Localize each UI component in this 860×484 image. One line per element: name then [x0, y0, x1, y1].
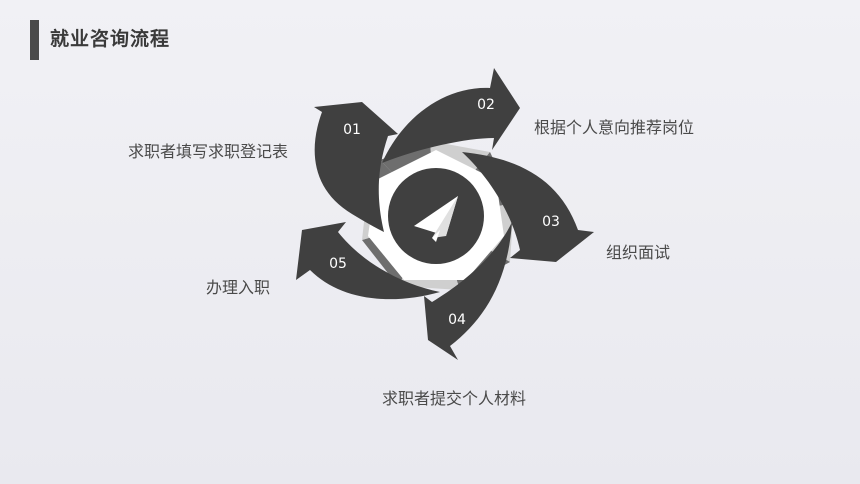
- step-number-03: 03: [542, 214, 560, 230]
- page-title: 就业咨询流程: [50, 28, 171, 50]
- step-label-04: 求职者提交个人材料: [382, 389, 527, 408]
- step-number-02: 02: [477, 97, 495, 113]
- arrow-03: [462, 152, 594, 262]
- step-number-04: 04: [448, 312, 466, 328]
- arrow-02: [382, 68, 520, 163]
- step-label-03: 组织面试: [606, 243, 671, 262]
- title-accent-bar: [30, 20, 39, 60]
- step-label-01: 求职者填写求职登记表: [128, 142, 289, 161]
- arrow-05: [296, 222, 440, 300]
- step-number-05: 05: [329, 256, 347, 272]
- paper-plane-icon: [414, 196, 458, 242]
- arrow-blades: [296, 68, 594, 360]
- step-number-01: 01: [343, 122, 361, 138]
- arrow-01: [314, 102, 398, 232]
- arrow-04: [424, 222, 512, 360]
- step-label-02: 根据个人意向推荐岗位: [534, 118, 695, 137]
- step-label-05: 办理入职: [206, 278, 271, 297]
